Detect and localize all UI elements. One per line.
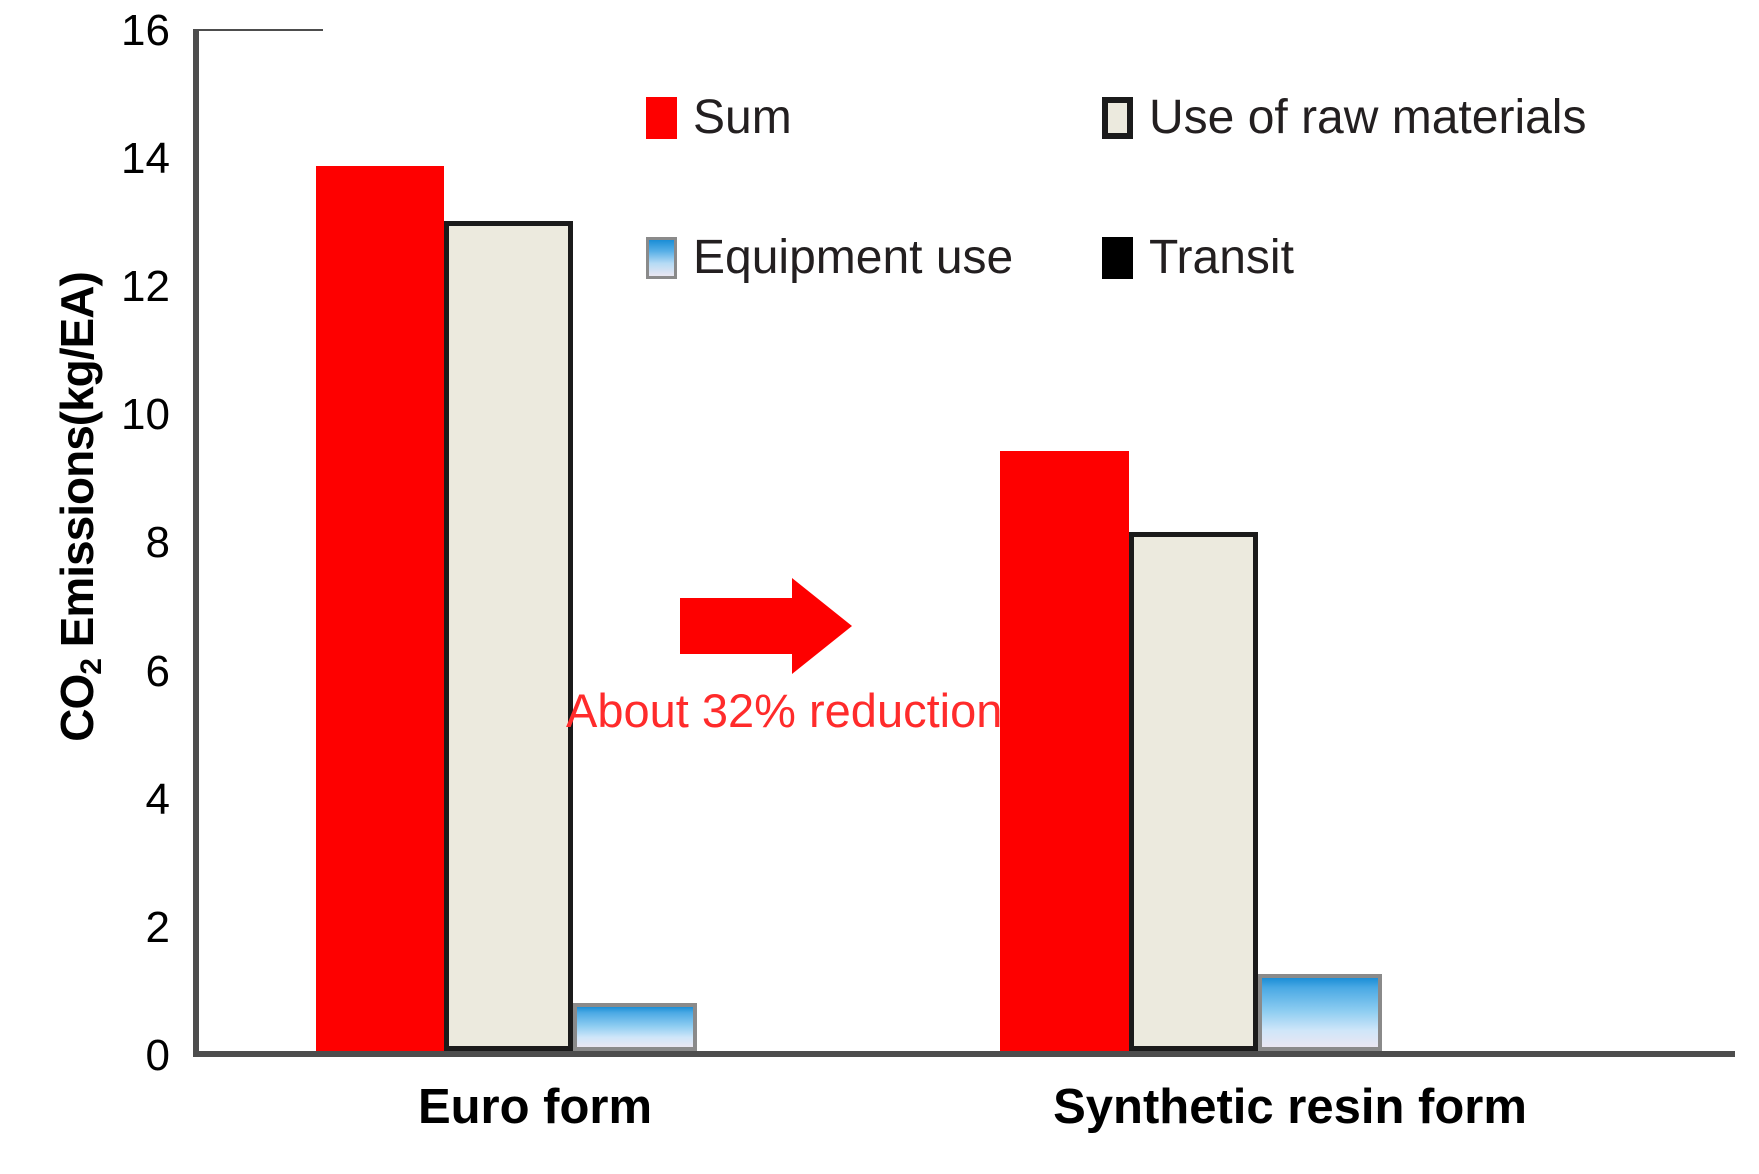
right-arrow-icon [680, 578, 852, 674]
legend-label-sum: Sum [693, 91, 792, 144]
plot-area [193, 31, 1735, 1057]
y-tick-label-10: 10 [121, 390, 170, 439]
reduction-annotation-text: About 32% reduction [566, 684, 1003, 737]
legend-item-equipment-use[interactable]: Equipment use [646, 234, 1013, 282]
y-tick-label-4: 4 [145, 775, 170, 824]
equipment-use-swatch-icon [646, 237, 677, 279]
x-axis-label-euro-form: Euro form [417, 1080, 653, 1134]
bar-synthetic-resin-form-raw-materials[interactable] [1129, 531, 1258, 1051]
y-tick-label-6: 6 [145, 647, 170, 696]
y-tick-label-8: 8 [145, 518, 170, 567]
bar-synthetic-resin-form-equipment-use[interactable] [1258, 974, 1382, 1051]
x-axis-label-synthetic-resin-form: Synthetic resin form [1053, 1080, 1527, 1134]
legend-row-2: Equipment use Transit [636, 228, 1576, 288]
y-tick-label-12: 12 [121, 262, 170, 311]
chart-legend: Sum Use of raw materials Equipment use T… [636, 88, 1586, 288]
y-tick-label-14: 14 [121, 134, 170, 183]
bar-euro-form-raw-materials[interactable] [444, 220, 573, 1051]
bar-euro-form-sum[interactable] [316, 166, 444, 1051]
legend-label-use-of-raw-materials: Use of raw materials [1149, 91, 1587, 144]
raw-materials-swatch-icon [1102, 97, 1133, 139]
legend-item-use-of-raw-materials[interactable]: Use of raw materials [1102, 94, 1586, 142]
transit-swatch-icon [1102, 237, 1133, 279]
sum-swatch-icon [646, 97, 677, 139]
bar-synthetic-resin-form-sum[interactable] [1000, 451, 1129, 1051]
legend-label-transit: Transit [1149, 231, 1294, 284]
y-tick-label-2: 2 [145, 903, 170, 952]
y-tick-label-16: 16 [121, 6, 170, 55]
legend-label-equipment-use: Equipment use [693, 231, 1014, 284]
legend-row-1: Sum Use of raw materials [636, 88, 1586, 148]
y-tick-label-0: 0 [145, 1031, 170, 1080]
y-axis-tick-labels: 16 14 12 10 8 6 4 2 0 [60, 0, 170, 1174]
legend-item-sum[interactable]: Sum [646, 94, 792, 142]
legend-item-transit[interactable]: Transit [1102, 234, 1294, 282]
bar-euro-form-equipment-use[interactable] [573, 1002, 697, 1051]
